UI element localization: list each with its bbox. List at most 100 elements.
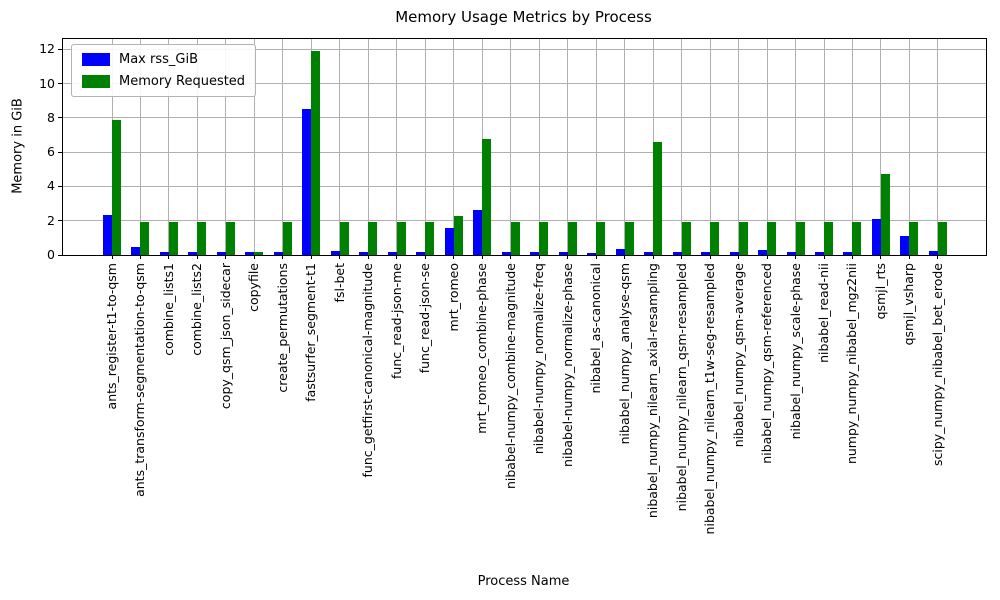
vertical-gridline bbox=[823, 39, 825, 255]
x-tick-label: func_getfirst-canonical-magnitude bbox=[360, 263, 376, 478]
horizontal-gridline bbox=[63, 151, 986, 153]
y-tick-label: 8 bbox=[47, 109, 55, 125]
x-tick bbox=[681, 255, 683, 259]
vertical-gridline bbox=[453, 39, 455, 255]
x-tick-label: mrt_romeo_combine-phase bbox=[474, 263, 490, 434]
x-tick-label: nibabel_read-nii bbox=[816, 263, 831, 363]
bar-max-rss bbox=[615, 249, 625, 255]
x-tick bbox=[139, 255, 141, 259]
bar-max-rss bbox=[188, 252, 198, 255]
x-tick bbox=[908, 255, 910, 259]
bar-memory-requested bbox=[282, 222, 292, 255]
bar-memory-requested bbox=[567, 222, 577, 255]
vertical-gridline bbox=[851, 39, 853, 255]
x-axis-label: Process Name bbox=[477, 574, 570, 589]
y-tick-label: 12 bbox=[39, 41, 55, 57]
y-tick-label: 10 bbox=[39, 75, 55, 91]
y-tick-label: 2 bbox=[47, 212, 55, 228]
bar-memory-requested bbox=[368, 222, 378, 255]
x-tick-label: nibabel-numpy_combine-magnitude bbox=[502, 263, 518, 490]
bar-memory-requested bbox=[225, 222, 235, 255]
x-tick-label: ants_register-t1-to-qsm bbox=[104, 263, 119, 410]
x-tick-label: ants_transform-segmentation-to-qsm bbox=[132, 263, 148, 497]
x-tick bbox=[937, 255, 939, 259]
vertical-gridline bbox=[880, 39, 882, 255]
bar-max-rss bbox=[131, 247, 141, 255]
y-tick bbox=[58, 83, 62, 85]
horizontal-gridline bbox=[63, 185, 986, 187]
vertical-gridline bbox=[282, 39, 284, 255]
vertical-gridline bbox=[795, 39, 797, 255]
x-tick-label: combine_lists1 bbox=[160, 263, 176, 356]
x-tick-label: nibabel_numpy_scale-phase bbox=[787, 263, 803, 440]
vertical-gridline bbox=[937, 39, 939, 255]
bar-memory-requested bbox=[339, 222, 349, 255]
x-tick bbox=[795, 255, 797, 259]
bar-max-rss bbox=[815, 252, 824, 255]
legend-item-memory-requested: Memory Requested bbox=[82, 74, 245, 89]
legend-item-max-rss: Max rss_GiB bbox=[82, 52, 245, 67]
x-tick-label: nibabel_numpy_qsm-referenced bbox=[759, 263, 775, 464]
bar-max-rss bbox=[302, 109, 312, 255]
x-tick bbox=[766, 255, 768, 259]
bar-max-rss bbox=[843, 252, 853, 255]
bar-memory-requested bbox=[311, 51, 321, 255]
horizontal-gridline bbox=[63, 48, 986, 50]
bar-memory-requested bbox=[824, 222, 833, 255]
x-tick bbox=[738, 255, 740, 259]
x-tick-label: fsl-bet bbox=[331, 263, 347, 303]
x-tick bbox=[709, 255, 711, 259]
x-tick-label: combine_lists2 bbox=[189, 263, 205, 356]
x-tick-label: func_read-json-se bbox=[417, 263, 433, 374]
x-tick bbox=[652, 255, 654, 259]
vertical-gridline bbox=[510, 39, 512, 255]
x-tick-label: nibabel_numpy_nilearn_t1w-seg-resampled bbox=[702, 263, 718, 535]
y-tick-label: 0 bbox=[47, 247, 55, 262]
bar-max-rss bbox=[273, 252, 283, 255]
bar-memory-requested bbox=[681, 222, 691, 255]
x-tick bbox=[880, 255, 882, 259]
x-tick bbox=[396, 255, 398, 259]
legend-swatch-memory-requested bbox=[82, 75, 110, 88]
horizontal-gridline bbox=[63, 220, 986, 222]
bar-max-rss bbox=[672, 252, 682, 255]
x-tick-label: copy_qsm_json_sidecar bbox=[217, 263, 233, 410]
vertical-gridline bbox=[225, 39, 227, 255]
bar-max-rss bbox=[928, 251, 938, 255]
x-tick bbox=[196, 255, 198, 259]
x-tick-label: func_read-json-me bbox=[388, 263, 404, 379]
x-tick bbox=[424, 255, 426, 259]
vertical-gridline bbox=[139, 39, 141, 255]
x-tick-label: numpy_numpy_nibabel_mgz2nii bbox=[844, 263, 860, 465]
legend-label-memory-requested: Memory Requested bbox=[119, 74, 246, 89]
vertical-gridline bbox=[196, 39, 198, 255]
vertical-gridline bbox=[538, 39, 540, 255]
bar-memory-requested bbox=[852, 222, 862, 255]
bar-max-rss bbox=[330, 251, 340, 255]
vertical-gridline bbox=[709, 39, 711, 255]
x-tick bbox=[567, 255, 569, 259]
horizontal-gridline bbox=[63, 83, 986, 85]
vertical-gridline bbox=[253, 39, 255, 255]
bar-max-rss bbox=[159, 252, 169, 255]
bar-max-rss bbox=[758, 250, 768, 255]
bar-memory-requested bbox=[453, 216, 463, 255]
bar-memory-requested bbox=[140, 222, 150, 255]
x-tick-label: fastsurfer_segment-t1 bbox=[303, 263, 319, 402]
bar-max-rss bbox=[900, 236, 910, 255]
x-tick bbox=[111, 255, 113, 259]
x-tick bbox=[851, 255, 853, 259]
bar-max-rss bbox=[103, 215, 112, 255]
chart-title: Memory Usage Metrics by Process bbox=[395, 8, 652, 26]
bar-max-rss bbox=[473, 210, 483, 255]
bar-max-rss bbox=[871, 219, 881, 255]
x-tick bbox=[310, 255, 312, 259]
bar-memory-requested bbox=[197, 222, 207, 255]
y-tick bbox=[58, 220, 62, 222]
x-tick bbox=[225, 255, 227, 259]
vertical-gridline bbox=[567, 39, 569, 255]
horizontal-gridline bbox=[63, 117, 986, 119]
bar-max-rss bbox=[416, 252, 426, 255]
y-tick bbox=[58, 185, 62, 187]
x-tick bbox=[367, 255, 369, 259]
